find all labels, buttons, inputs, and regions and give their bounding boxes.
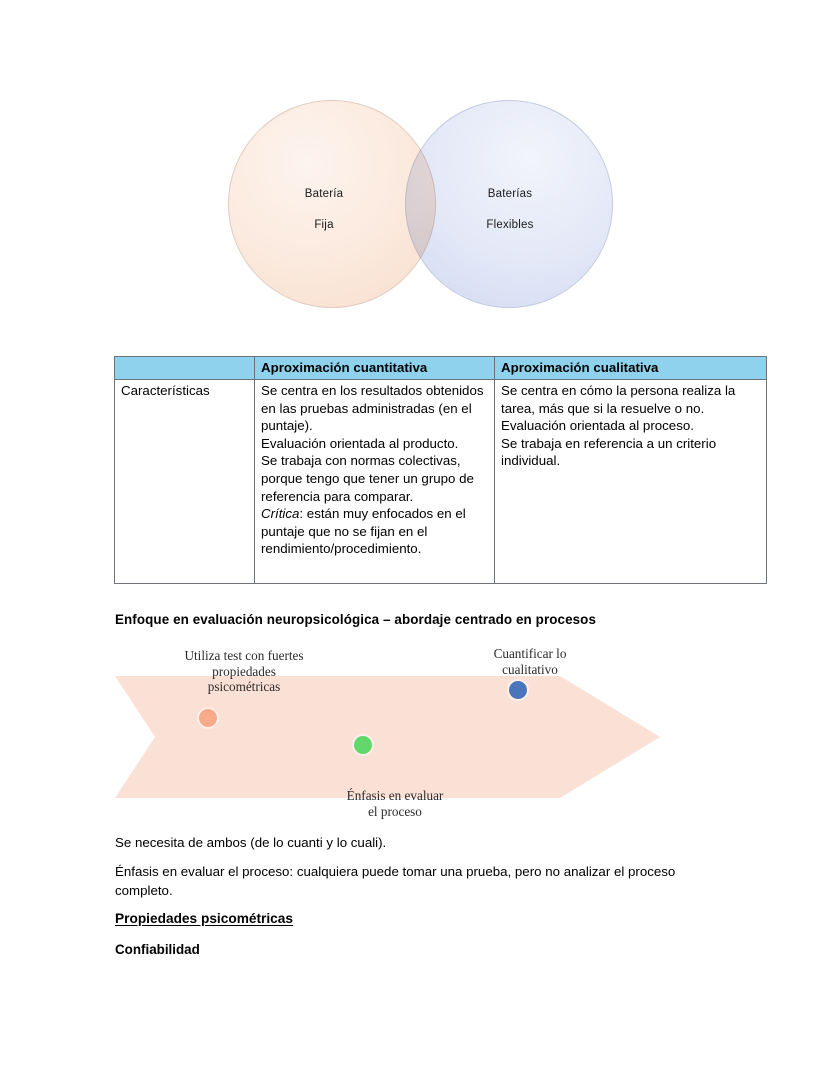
arrow-shape-icon bbox=[115, 676, 660, 798]
cuali-line-3: Se trabaja en referencia a un criterio i… bbox=[501, 435, 717, 469]
process-arrow-diagram: Utiliza test con fuertes propiedades psi… bbox=[115, 644, 660, 829]
cuanti-critica-rest: : están muy enfocados en el puntaje que … bbox=[261, 506, 466, 557]
comparison-table: Aproximación cuantitativa Aproximación c… bbox=[114, 356, 767, 584]
arrow-label-right: Cuantificar lo cualitativo bbox=[440, 646, 620, 677]
venn-left-line-2: Fija bbox=[314, 219, 334, 231]
cuanti-line-4: Crítica: están muy enfocados en el punta… bbox=[261, 505, 489, 558]
venn-circle-right bbox=[405, 100, 613, 308]
cuanti-line-3: Se trabaja con normas colectivas, porque… bbox=[261, 453, 474, 504]
row-label-caracteristicas: Características bbox=[114, 379, 255, 584]
table-header-cualitativa: Aproximación cualitativa bbox=[494, 356, 767, 380]
blue-dot bbox=[507, 679, 529, 701]
salmon-dot bbox=[197, 707, 219, 729]
arrow-right-line-2: cualitativo bbox=[502, 661, 558, 677]
venn-diagram: Batería Fija Baterías Flexibles bbox=[222, 92, 622, 320]
venn-left-line-1: Batería bbox=[304, 188, 344, 200]
cuali-line-2: Evaluación orientada al proceso. bbox=[501, 418, 694, 434]
arrow-label-left: Utiliza test con fuertes propiedades psi… bbox=[143, 648, 345, 695]
arrow-left-line-2: propiedades bbox=[212, 663, 276, 679]
venn-label-right: Baterías Flexibles bbox=[445, 179, 575, 241]
paragraph-ambos: Se necesita de ambos (de lo cuanti y lo … bbox=[115, 835, 387, 850]
arrow-right-line-1: Cuantificar lo bbox=[493, 646, 567, 661]
cuanti-critica-emphasis: Crítica bbox=[261, 506, 300, 522]
table-header-row: Aproximación cuantitativa Aproximación c… bbox=[114, 356, 767, 380]
arrow-label-bottom: Énfasis en evaluar el proceso bbox=[300, 788, 490, 819]
green-dot bbox=[352, 734, 374, 756]
cuanti-line-1: Se centra en los resultados obtenidos en… bbox=[261, 383, 484, 434]
venn-right-line-1: Baterías bbox=[487, 188, 533, 200]
table-row: Características Se centra en los resulta… bbox=[114, 379, 767, 584]
venn-right-line-2: Flexibles bbox=[486, 219, 534, 231]
table-header-cuantitativa: Aproximación cuantitativa bbox=[254, 356, 495, 380]
subheading-propiedades-psicometricas: Propiedades psicométricas bbox=[115, 911, 294, 926]
cell-cuantitativa: Se centra en los resultados obtenidos en… bbox=[254, 379, 495, 584]
cuanti-line-2: Evaluación orientada al producto. bbox=[261, 435, 459, 451]
cuali-line-1: Se centra en cómo la persona realiza la … bbox=[501, 383, 736, 416]
arrow-bottom-line-1: Énfasis en evaluar bbox=[346, 788, 444, 803]
arrow-bottom-line-2: el proceso bbox=[368, 803, 422, 819]
cell-cualitativa: Se centra en cómo la persona realiza la … bbox=[494, 379, 767, 584]
venn-circle-left bbox=[228, 100, 436, 308]
venn-label-left: Batería Fija bbox=[259, 179, 389, 241]
subheading-confiabilidad: Confiabilidad bbox=[115, 942, 200, 957]
arrow-left-line-3: psicométricas bbox=[207, 679, 281, 694]
arrow-left-line-1: Utiliza test con fuertes bbox=[184, 648, 304, 663]
section-heading: Enfoque en evaluación neuropsicológica –… bbox=[115, 612, 597, 627]
paragraph-enfasis: Énfasis en evaluar el proceso: cualquier… bbox=[115, 864, 676, 898]
table-header-blank bbox=[114, 356, 255, 380]
